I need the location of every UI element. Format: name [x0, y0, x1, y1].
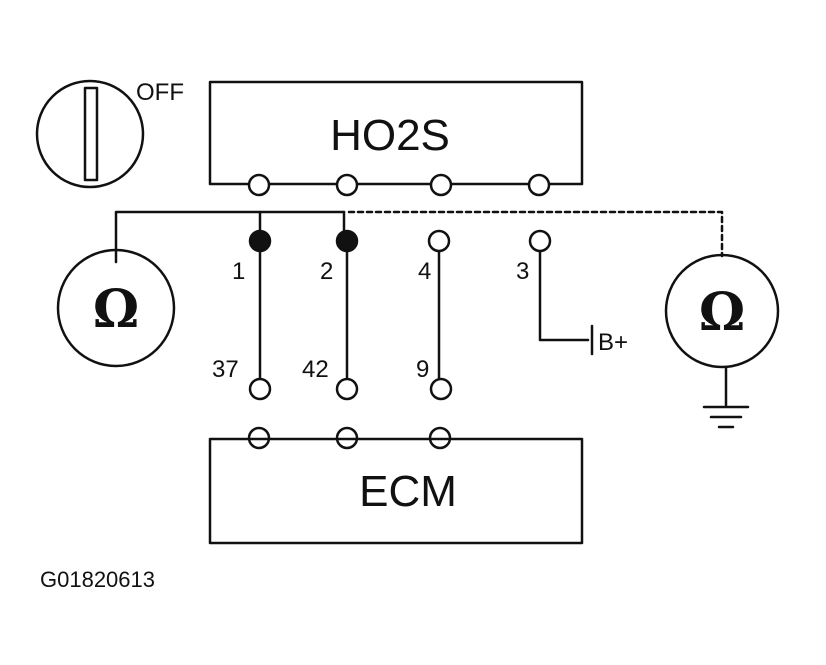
harness-pin-42 [335, 377, 359, 401]
ecm-label: ECM [359, 467, 457, 516]
pin-label-9: 9 [416, 356, 429, 383]
pin-label-4: 4 [418, 258, 431, 285]
harness-pin-37 [248, 377, 272, 401]
wire-3-bplus [538, 250, 590, 342]
ignition-switch [35, 79, 145, 189]
pin-label-37: 37 [212, 356, 239, 383]
figure-id: G01820613 [40, 567, 155, 592]
pin-label-3: 3 [516, 258, 529, 285]
pin-label-42: 42 [302, 356, 329, 383]
ho2s-box [208, 80, 584, 186]
harness-pin-2-probed [335, 229, 359, 253]
ohmmeter-left-body [56, 248, 176, 368]
ohmmeter-left [56, 248, 176, 368]
pin-label-1: 1 [232, 258, 245, 285]
battery-plus-label: B+ [598, 329, 628, 356]
ohmmeter-right-body [664, 253, 780, 369]
right-meter-lead [347, 210, 724, 258]
harness-pin-1-probed [248, 229, 272, 253]
pin-label-2: 2 [320, 258, 333, 285]
ecm-box [208, 437, 584, 545]
harness-pin-9 [429, 377, 453, 401]
ho2s-terminal-2 [335, 173, 359, 197]
switch-body [35, 79, 145, 189]
harness-pin-4 [427, 229, 451, 253]
left-meter-lead [114, 210, 346, 264]
ohm-icon-left: Ω [93, 279, 139, 340]
ho2s-terminal-4 [527, 173, 551, 197]
switch-state-label: OFF [136, 79, 184, 106]
harness-pin-3 [528, 229, 552, 253]
ho2s-terminal-3 [429, 173, 453, 197]
ohmmeter-right [664, 253, 780, 369]
ho2s-label: HO2S [330, 111, 450, 160]
ohm-icon-right: Ω [699, 282, 745, 343]
ground-icon [702, 405, 750, 429]
switch-key [83, 86, 99, 182]
ho2s-terminal-1 [247, 173, 271, 197]
